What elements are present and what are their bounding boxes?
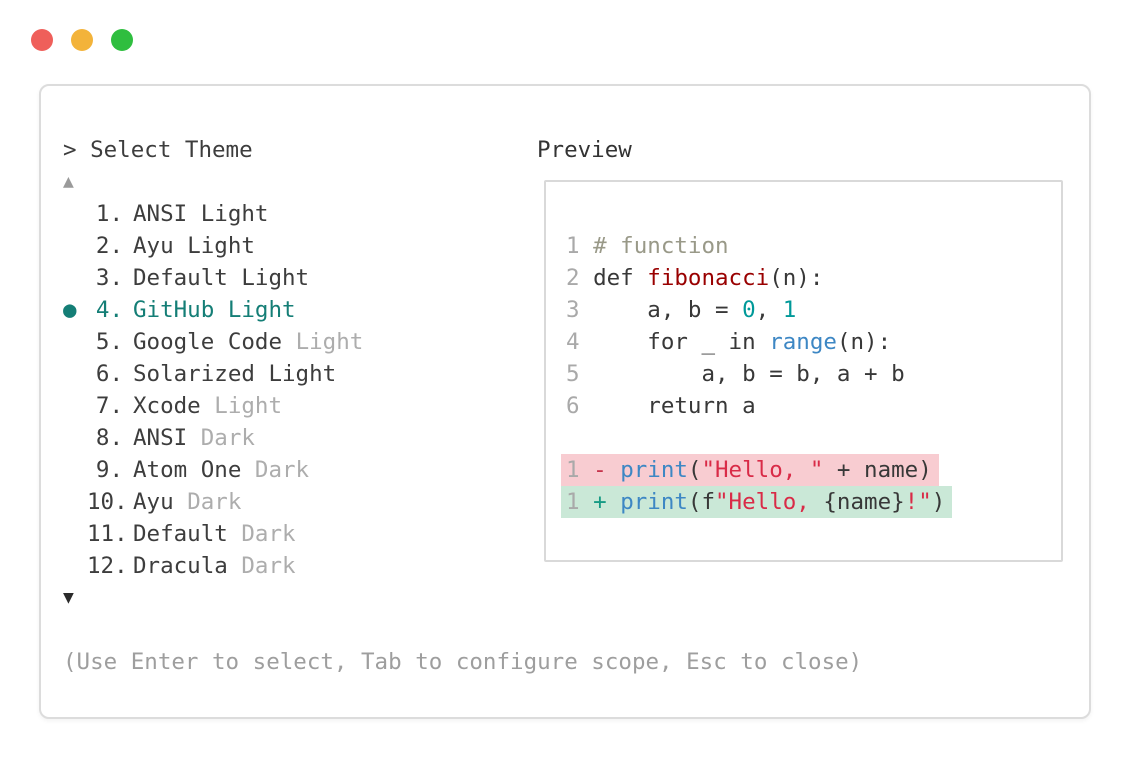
theme-item-number: 1. (95, 201, 123, 227)
diff-line-added: 1 + print(f"Hello, {name}!") (561, 486, 953, 518)
theme-item-label: GitHub Light (133, 297, 296, 323)
theme-item-label: ANSI Dark (133, 425, 255, 451)
theme-item-label: Xcode Light (133, 393, 283, 419)
theme-list-item[interactable]: 12.Dracula Dark (63, 550, 862, 582)
theme-item-label: Default Dark (133, 521, 296, 547)
marker-placeholder (63, 390, 87, 422)
theme-item-number: 7. (95, 393, 123, 419)
theme-list-item[interactable]: 8. ANSI Dark (63, 422, 862, 454)
diff-line-removed: 1 - print("Hello, " + name) (561, 454, 952, 486)
theme-item-number: 3. (95, 265, 123, 291)
marker-placeholder (63, 486, 87, 518)
theme-list-item[interactable]: 11.Default Dark (63, 518, 862, 550)
code-block: 1 # function 2 def fibonacci(n): 3 a, b = … (561, 230, 953, 518)
marker-placeholder (63, 230, 87, 262)
code-line: 2 def fibonacci(n): (566, 265, 824, 291)
theme-item-number: 12. (87, 553, 128, 579)
code-line: 6 return a (566, 393, 756, 419)
dialog-prompt: > Select Theme (63, 137, 253, 163)
close-button-icon[interactable] (31, 29, 53, 51)
code-line (566, 422, 952, 454)
scroll-up-icon[interactable]: ▲ (63, 171, 74, 192)
code-line: 1 # function (566, 233, 729, 259)
marker-placeholder (63, 198, 87, 230)
window-controls (31, 29, 133, 51)
theme-item-label: Ayu Light (133, 233, 255, 259)
theme-item-number: 5. (95, 329, 123, 355)
theme-selector-dialog: > Select Theme ▲ 1. ANSI Light 2. Ayu Light… (39, 84, 1091, 719)
marker-placeholder (63, 326, 87, 358)
theme-item-number: 9. (95, 457, 123, 483)
selected-bullet-icon: ● (63, 297, 77, 323)
theme-list-item[interactable]: 9. Atom One Dark (63, 454, 862, 486)
marker-placeholder (63, 454, 87, 486)
theme-item-label: ANSI Light (133, 201, 269, 227)
marker-placeholder (63, 358, 87, 390)
code-line: 3 a, b = 0, 1 (566, 297, 797, 323)
theme-list-item[interactable]: 5. Google Code Light (63, 326, 862, 358)
preview-label: Preview (537, 137, 632, 163)
footer-hint: (Use Enter to select, Tab to configure s… (63, 649, 863, 675)
theme-item-label: Dracula Dark (133, 553, 296, 579)
code-line: 5 a, b = b, a + b (566, 361, 905, 387)
minimize-button-icon[interactable] (71, 29, 93, 51)
code-line: 4 for _ in range(n): (566, 329, 892, 355)
theme-item-number: 10. (87, 489, 128, 515)
marker-placeholder (63, 550, 87, 582)
theme-item-label: Google Code Light (133, 329, 364, 355)
theme-list-item[interactable]: ● 4. GitHub Light (63, 294, 862, 326)
theme-item-label: Solarized Light (133, 361, 337, 387)
zoom-button-icon[interactable] (111, 29, 133, 51)
scroll-down-icon[interactable]: ▼ (63, 587, 74, 608)
theme-item-number: 2. (95, 233, 123, 259)
preview-pane: 1 # function 2 def fibonacci(n): 3 a, b = … (544, 180, 1063, 562)
marker-placeholder (63, 262, 87, 294)
theme-item-number: 11. (87, 521, 128, 547)
theme-list-item[interactable]: 1. ANSI Light (63, 198, 862, 230)
marker-placeholder (63, 422, 87, 454)
theme-item-number: 4. (95, 297, 123, 323)
theme-list-item[interactable]: 10.Ayu Dark (63, 486, 862, 518)
marker-placeholder (63, 518, 87, 550)
theme-list-item[interactable]: 7. Xcode Light (63, 390, 862, 422)
theme-item-label: Default Light (133, 265, 310, 291)
theme-item-number: 8. (95, 425, 123, 451)
theme-item-label: Ayu Dark (133, 489, 242, 515)
theme-item-number: 6. (95, 361, 123, 387)
theme-list-item[interactable]: 3. Default Light (63, 262, 862, 294)
theme-item-label: Atom One Dark (133, 457, 310, 483)
theme-list: 1. ANSI Light 2. Ayu Light 3. Default Light ● 4… (63, 198, 862, 582)
theme-list-item[interactable]: 6. Solarized Light (63, 358, 862, 390)
theme-list-item[interactable]: 2. Ayu Light (63, 230, 862, 262)
spacer (63, 614, 862, 646)
theme-list-column: > Select Theme ▲ 1. ANSI Light 2. Ayu Light… (63, 134, 862, 678)
